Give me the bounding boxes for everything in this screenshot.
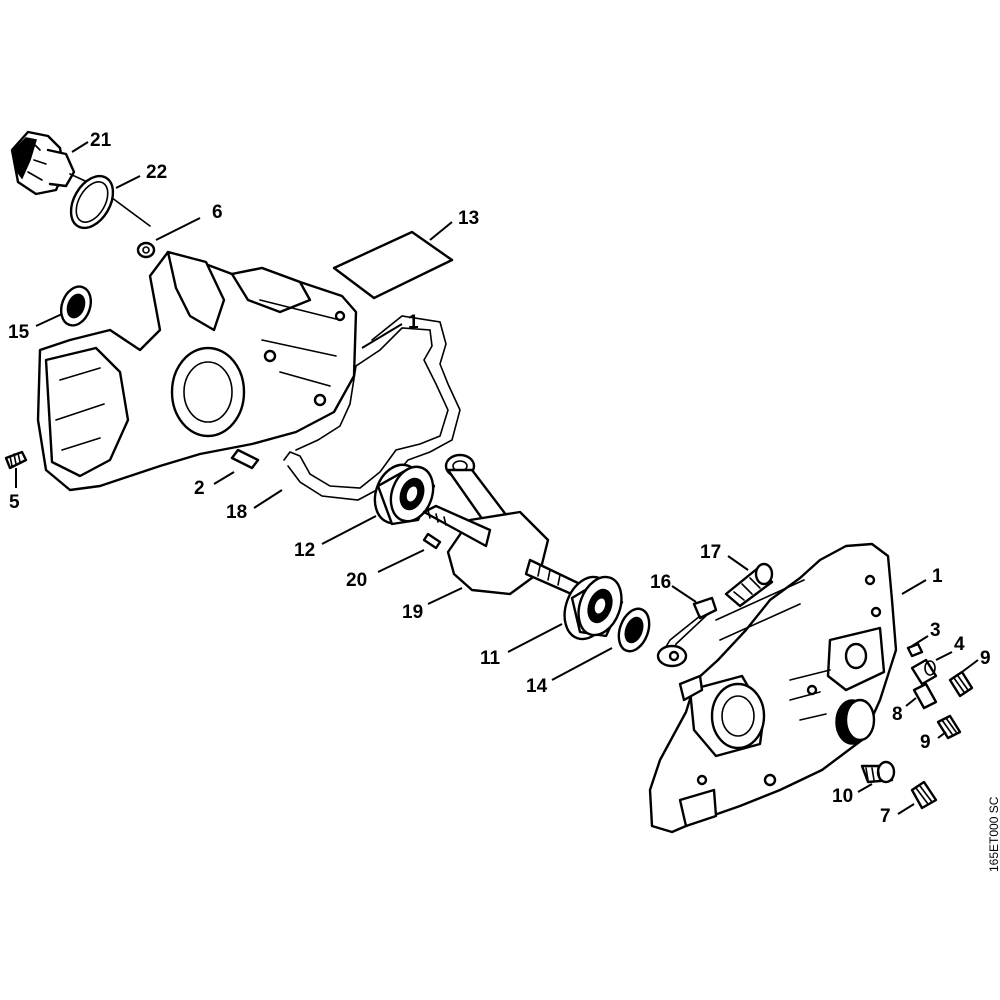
part-10-screw (860, 760, 896, 784)
callout-22: 22 (146, 162, 167, 183)
callout-16: 16 (650, 572, 671, 593)
part-6-grommet (136, 241, 156, 259)
callout-labels: 21 22 6 13 15 1 5 2 18 12 20 19 17 16 1 … (8, 130, 991, 827)
callout-11: 11 (480, 648, 501, 669)
part-15-oil-seal (59, 285, 93, 327)
part-4-sleeve (910, 658, 938, 686)
drawing-code: 165ET000 SC (987, 796, 1000, 872)
part-3-stud (906, 642, 924, 658)
callout-4: 4 (954, 634, 965, 655)
callout-21: 21 (90, 130, 112, 151)
callout-17: 17 (700, 542, 721, 563)
part-16-hose (656, 596, 718, 668)
callout-3: 3 (930, 620, 941, 641)
part-19-crankshaft (422, 453, 582, 598)
part-14-oil-seal (617, 607, 651, 653)
callout-13: 13 (458, 208, 479, 229)
callout-7: 7 (880, 806, 891, 827)
callout-15: 15 (8, 322, 30, 343)
callout-9-lower: 9 (920, 732, 931, 753)
callout-10: 10 (832, 786, 853, 807)
callout-9-upper: 9 (980, 648, 991, 669)
callout-1-left: 1 (408, 312, 419, 333)
part-1-crankcase-left (36, 250, 358, 492)
part-8-dowel (912, 682, 938, 710)
part-18-gasket (283, 315, 461, 501)
part-22-o-ring (69, 174, 115, 230)
part-9-screw-upper (948, 670, 974, 698)
part-13-label (332, 230, 454, 300)
callout-6: 6 (212, 202, 223, 223)
part-5-peg (4, 450, 28, 470)
callout-2: 2 (194, 478, 205, 499)
part-12-ball-bearing (373, 463, 436, 526)
callout-12: 12 (294, 540, 315, 561)
part-20-pin (422, 532, 442, 550)
callout-18: 18 (226, 502, 247, 523)
callout-20: 20 (346, 570, 367, 591)
part-2-dowel-pin (230, 448, 260, 470)
callout-8: 8 (892, 704, 903, 725)
part-17-valve (724, 562, 774, 608)
callout-5: 5 (9, 492, 20, 513)
callout-1-right: 1 (932, 566, 943, 587)
callout-19: 19 (402, 602, 423, 623)
callout-leaders (15, 141, 979, 815)
part-1-crankcase-right (648, 542, 898, 834)
part-11-ball-bearing (563, 575, 624, 641)
callout-14: 14 (526, 676, 548, 697)
part-7-screw (910, 780, 938, 810)
